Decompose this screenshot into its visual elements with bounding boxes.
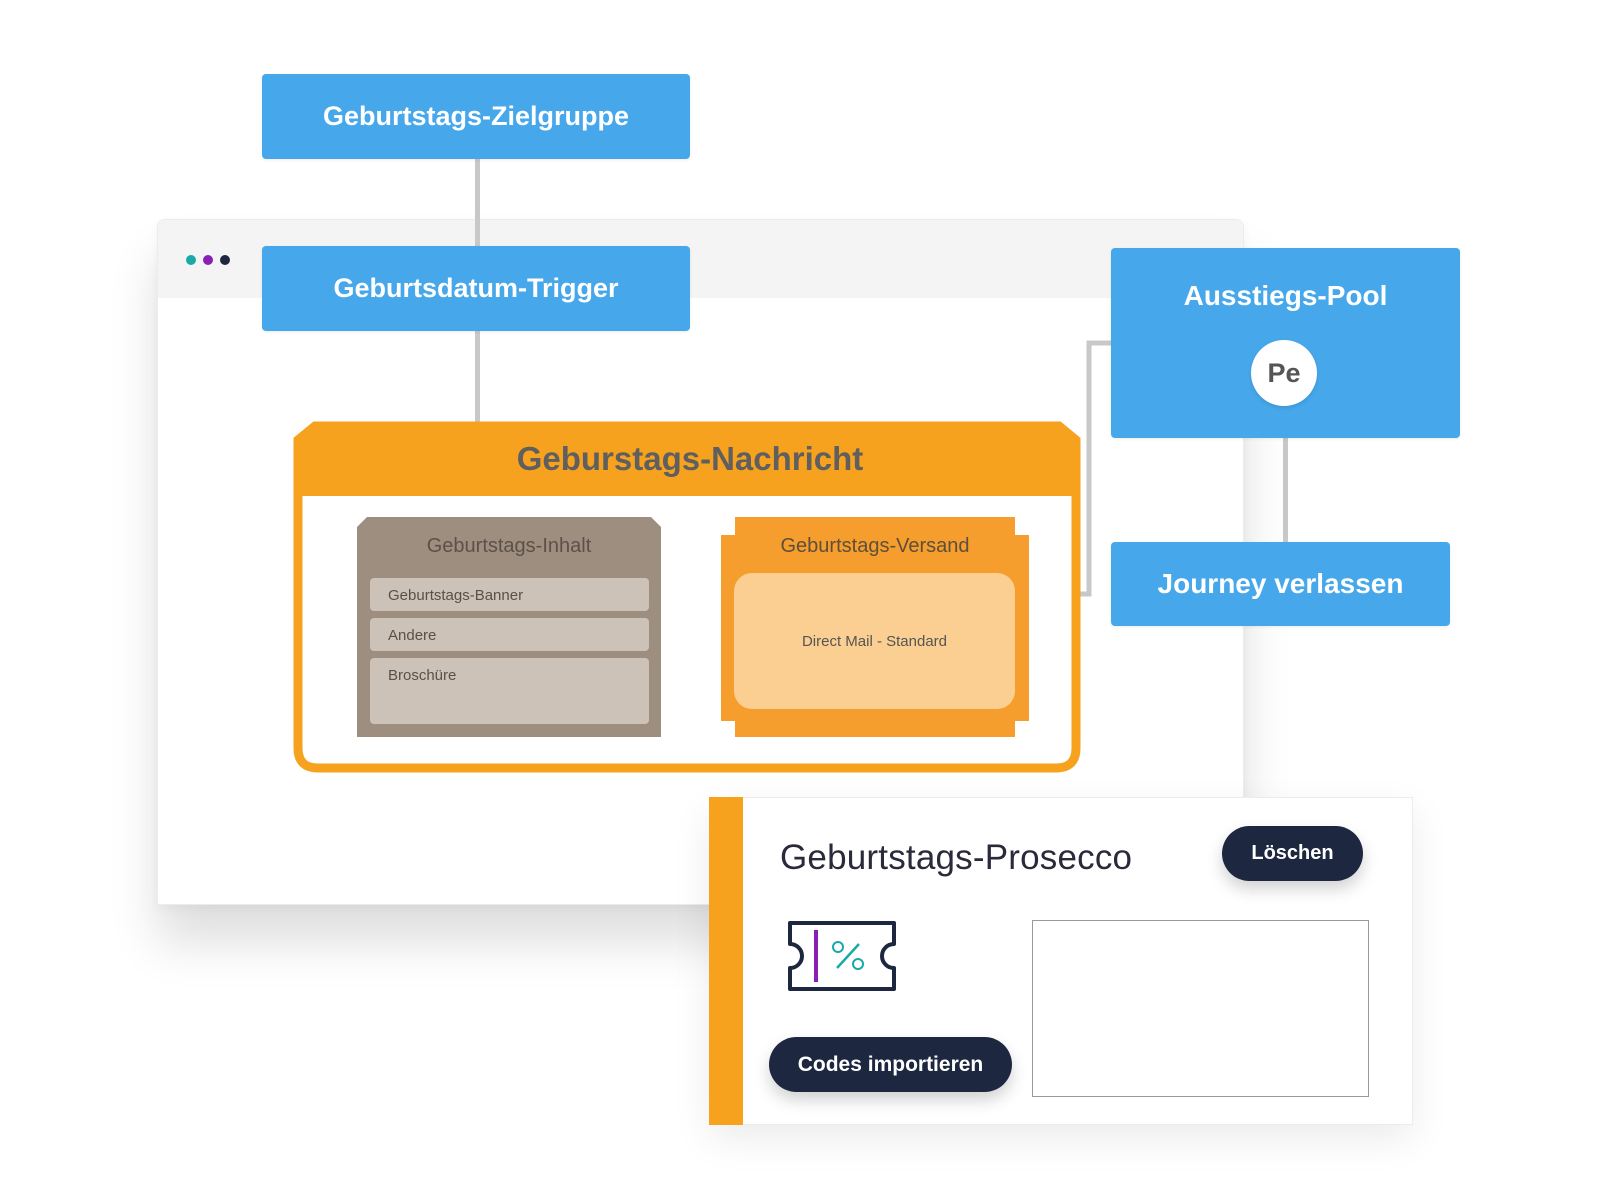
window-dot-teal: [186, 255, 196, 265]
dispatch-card-title: Geburtstags-Versand: [780, 535, 970, 557]
content-card-title: Geburtstags-Inhalt: [426, 535, 592, 557]
leave-journey-node[interactable]: Journey verlassen: [1111, 542, 1450, 626]
connector-exit-leave: [1283, 437, 1288, 542]
connector-trigger-message: [475, 330, 480, 426]
window-dot-navy: [220, 255, 230, 265]
trigger-node[interactable]: Geburtsdatum-Trigger: [262, 246, 690, 331]
voucher-title: Geburtstags-Prosecco: [780, 838, 1133, 877]
exit-pool-label: Ausstiegs-Pool: [1183, 280, 1388, 311]
delete-button[interactable]: Löschen: [1222, 826, 1363, 881]
trigger-node-label: Geburtsdatum-Trigger: [333, 273, 619, 303]
connector-audience-trigger: [475, 158, 480, 248]
message-title: Geburstags-Nachricht: [516, 440, 864, 477]
content-item-label: Andere: [388, 627, 437, 644]
leave-journey-label: Journey verlassen: [1157, 568, 1404, 599]
import-codes-button[interactable]: Codes importieren: [769, 1037, 1012, 1092]
dispatch-channel[interactable]: Direct Mail - Standard: [734, 573, 1015, 709]
content-item-label: Geburtstags-Banner: [388, 587, 524, 604]
window-dot-purple: [203, 255, 213, 265]
audience-node[interactable]: Geburtstags-Zielgruppe: [262, 74, 690, 159]
content-item[interactable]: Geburtstags-Banner: [370, 578, 649, 611]
voucher-accent-bar: [709, 797, 743, 1125]
dispatch-channel-label: Direct Mail - Standard: [801, 632, 948, 650]
content-item-label: Broschüre: [388, 667, 457, 684]
content-item[interactable]: Broschüre: [370, 658, 649, 724]
content-item[interactable]: Andere: [370, 618, 649, 651]
codes-area[interactable]: [1032, 920, 1369, 1097]
coupon-percent-icon: [788, 921, 896, 991]
audience-node-label: Geburtstags-Zielgruppe: [322, 101, 630, 131]
exit-pool-avatar: Pe: [1251, 340, 1317, 406]
